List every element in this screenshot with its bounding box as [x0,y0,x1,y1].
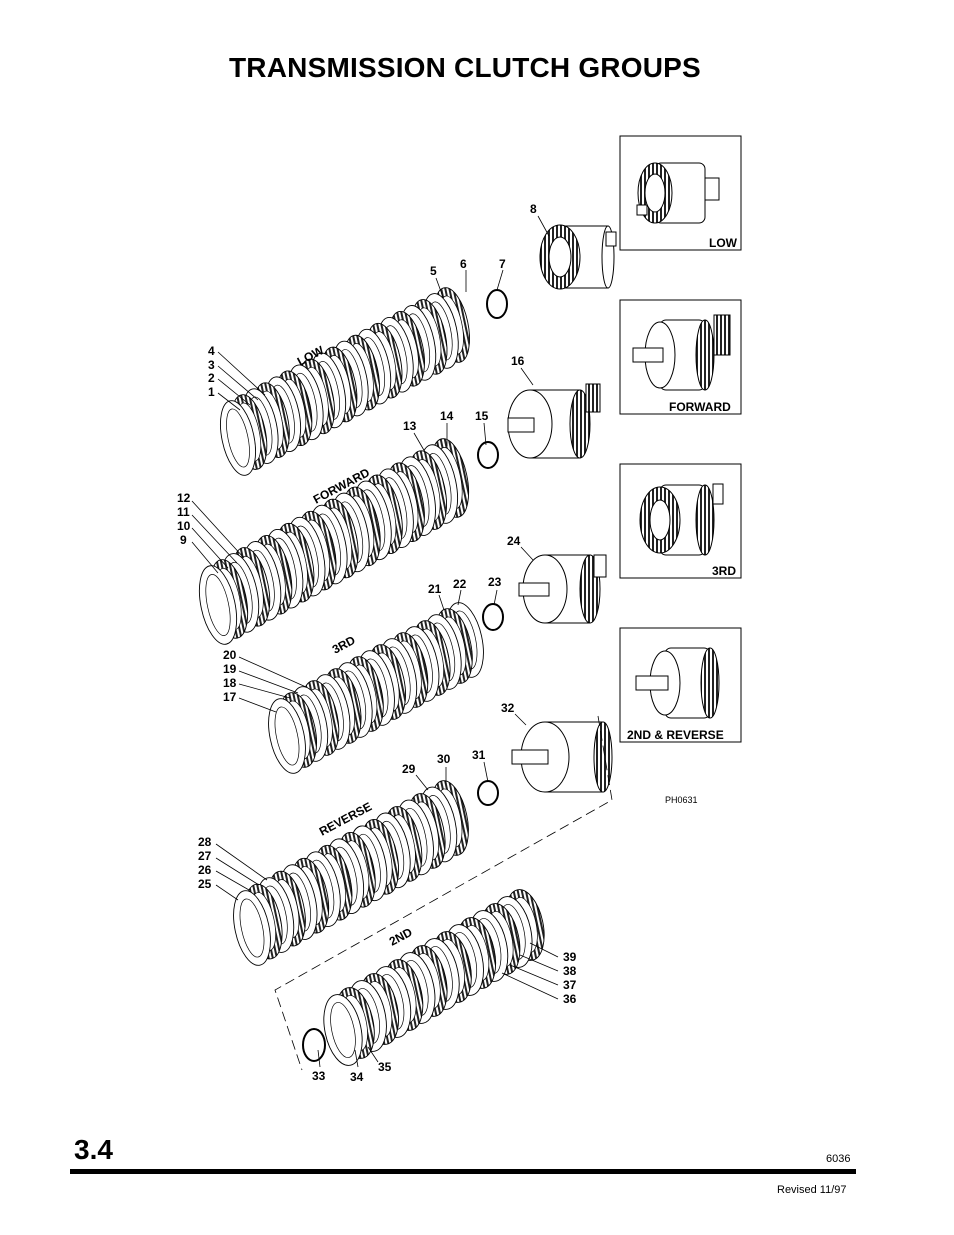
callout-23: 23 [488,575,502,589]
callout-38: 38 [563,964,577,978]
callout-12: 12 [177,491,191,505]
low-clutch-pack-illustration [636,162,720,224]
callout-22: 22 [453,577,467,591]
callout-37: 37 [563,978,577,992]
inset-label-forward: FORWARD [669,400,731,414]
callout-27: 27 [198,849,212,863]
inset-box-3rd: 3RD [619,463,742,579]
2nd-group-boundary [274,715,613,1071]
callout-29: 29 [402,762,416,776]
callout-3: 3 [208,358,215,372]
snap-ring [302,1028,326,1062]
group-label-2nd: 2ND [387,925,415,949]
callout-13: 13 [403,419,417,433]
revision-date: Revised 11/97 [777,1184,847,1196]
snap-ring [477,441,499,469]
clutch-stack-low [220,287,470,476]
clutch-stack-3rd [268,602,484,774]
3rd-clutch-pack-illustration [639,483,724,556]
callout-19: 19 [223,662,237,676]
clutch-plate-bore [330,1002,356,1058]
clutch-plate-bore [226,408,250,468]
clutch-stack-reverse [233,780,469,966]
footer-rule [70,1169,856,1174]
clutch-plate-stacks [198,287,545,1066]
callout-33: 33 [312,1069,326,1083]
callout-2: 2 [208,371,215,385]
inset-label-2nd-reverse: 2ND & REVERSE [627,728,724,742]
inset-box-2nd-reverse: 2ND & REVERSE [619,627,742,743]
callout-39: 39 [563,950,577,964]
page-title: TRANSMISSION CLUTCH GROUPS [229,52,701,83]
2nd-reverse-clutch-pack-illustration [635,647,720,719]
callout-20: 20 [223,648,237,662]
inset-box-forward: FORWARD [619,299,742,415]
callout-8: 8 [530,202,537,216]
callout-14: 14 [440,409,454,423]
callout-21: 21 [428,582,442,596]
callout-4: 4 [208,344,215,358]
callout-36: 36 [563,992,577,1006]
callout-6: 6 [460,257,467,271]
callout-30: 30 [437,752,451,766]
inset-label-low: LOW [709,236,738,250]
clutch-plate-bore [274,706,300,766]
callout-32: 32 [501,701,515,715]
snap-ring [477,780,499,806]
clutch-stack-forward [198,438,470,645]
callout-1: 1 [208,385,215,399]
callout-25: 25 [198,877,212,891]
inset-box-low: LOW [619,135,742,251]
illustration-code: PH0631 [665,795,698,805]
callout-35: 35 [378,1060,392,1074]
forward-clutch-pack-illustration [632,314,731,391]
callout-28: 28 [198,835,212,849]
forward-clutch-drum [507,383,601,459]
callouts: 8 5 6 7 4 3 2 1 16 13 14 15 12 11 10 9 2… [177,202,577,1084]
callout-18: 18 [223,676,237,690]
callout-10: 10 [177,519,191,533]
snap-ring [486,289,508,319]
inset-label-3rd: 3RD [712,564,736,578]
callout-31: 31 [472,748,486,762]
clutch-plate-bore [239,898,265,958]
clutch-stack-2nd [323,889,545,1066]
leader-lines [191,215,559,1068]
callout-34: 34 [350,1070,364,1084]
snap-ring [482,603,504,631]
3rd-clutch-drum [518,554,607,624]
callout-26: 26 [198,863,212,877]
callout-24: 24 [507,534,521,548]
page-number: 6036 [826,1153,851,1165]
callout-15: 15 [475,409,489,423]
callout-7: 7 [499,257,506,271]
section-number: 3.4 [74,1134,113,1165]
group-label-3rd: 3RD [330,633,358,657]
low-clutch-drum [539,224,617,290]
2nd-reverse-clutch-drum [511,721,613,793]
callout-9: 9 [180,533,187,547]
callout-16: 16 [511,354,525,368]
clutch-plate-bore [205,574,231,636]
callout-17: 17 [223,690,237,704]
callout-5: 5 [430,264,437,278]
callout-11: 11 [177,505,190,519]
